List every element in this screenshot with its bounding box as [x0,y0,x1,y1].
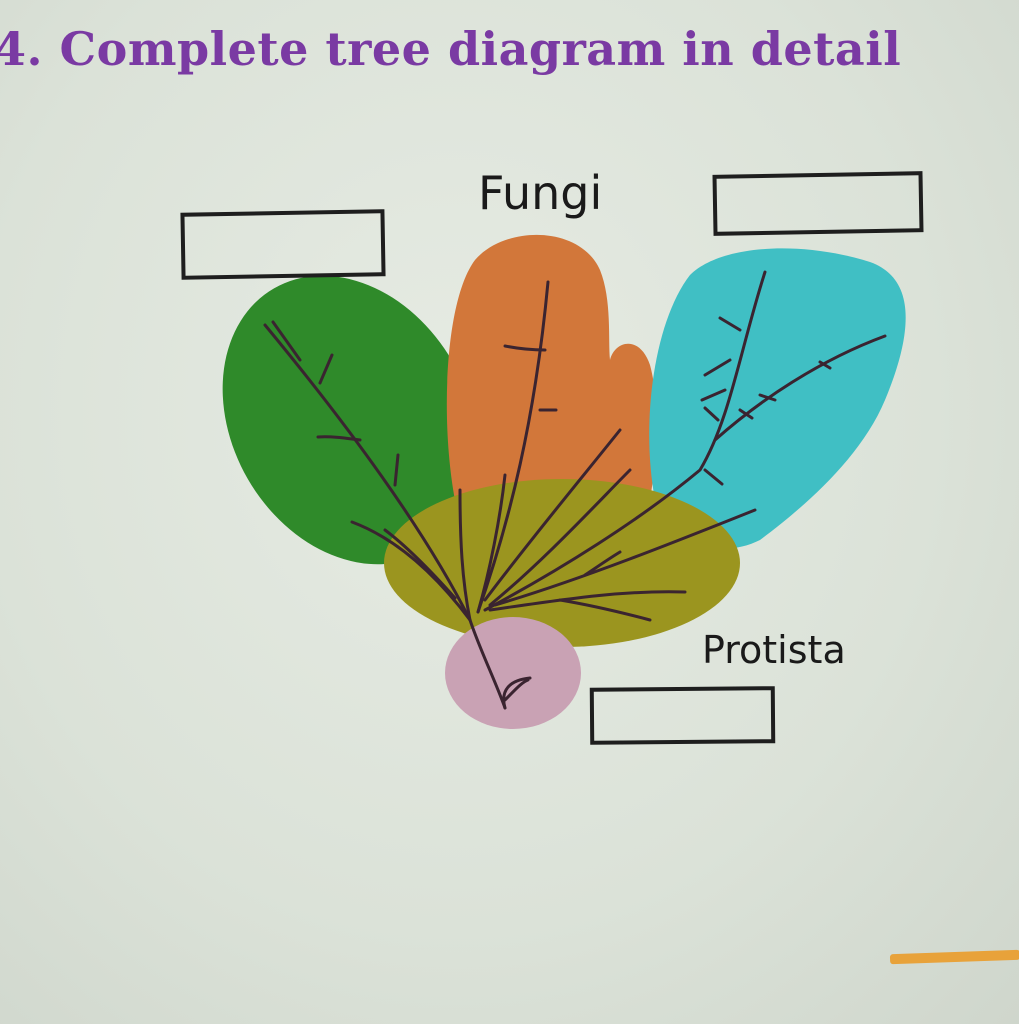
animalia-region [649,248,906,549]
blank-answer-box-right[interactable] [712,171,924,236]
blank-answer-box-bottom[interactable] [589,686,776,745]
protista-region [384,479,740,647]
fungi-label: Fungi [478,166,603,220]
question-title: 4. Complete tree diagram in detail [0,22,902,76]
phylogenetic-branches [263,270,887,710]
blank-answer-box-left[interactable] [180,209,386,280]
monera-region [445,617,581,729]
protista-label: Protista [702,628,846,672]
plantae-region [222,275,478,565]
fungi-region [446,234,657,500]
